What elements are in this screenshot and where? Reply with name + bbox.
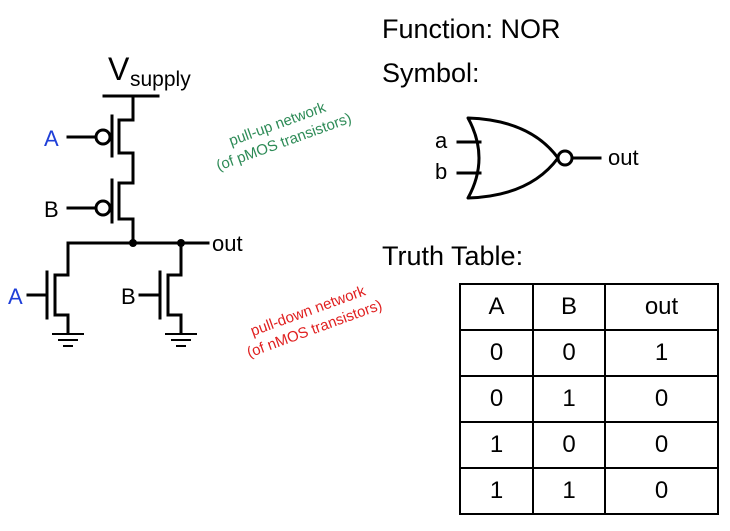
truth-table-cell: 0 (532, 329, 606, 377)
pmos-input-a-label: A (44, 126, 59, 151)
truth-table-cell: 0 (604, 421, 719, 469)
symbol-heading: Symbol: (382, 58, 480, 88)
pmos-transistor-b (66, 178, 135, 245)
pull-down-note: pull-down network (of nMOS transistors) (245, 282, 385, 361)
truth-table-cell: 0 (604, 467, 719, 515)
pmos-transistor-a (66, 114, 135, 185)
gate-input-b-label: b (435, 159, 447, 184)
nmos-input-b-label: B (121, 284, 136, 309)
junction-dot (129, 239, 137, 247)
truth-table-cell: 0 (459, 375, 534, 423)
truth-table-cell: 1 (459, 467, 534, 515)
output-label: out (212, 231, 243, 256)
truth-table-cell: 0 (604, 375, 719, 423)
ground-symbol (52, 333, 84, 347)
nmos-transistor-b (138, 241, 183, 335)
nmos-input-a-label: A (8, 284, 23, 309)
nmos-transistor-a (26, 241, 70, 335)
truth-table-header: A (459, 283, 534, 331)
truth-table-cell: 0 (459, 329, 534, 377)
truth-table-row: 0 0 1 (459, 329, 719, 377)
truth-table-cell: 1 (604, 329, 719, 377)
gate-input-a-label: a (435, 128, 448, 153)
truth-table-row: 0 1 0 (459, 375, 719, 423)
supply-subscript: supply (130, 68, 191, 91)
truth-table-cell: 1 (459, 421, 534, 469)
truth-table-row: 1 1 0 (459, 467, 719, 515)
truth-table-row: 1 0 0 (459, 421, 719, 469)
truth-table-cell: 0 (532, 421, 606, 469)
truth-table-header-row: A B out (459, 283, 719, 331)
truth-table-header: out (604, 283, 719, 331)
supply-label: V (108, 51, 130, 87)
truth-table-cell: 1 (532, 375, 606, 423)
truth-table-cell: 1 (532, 467, 606, 515)
function-heading: Function: NOR (382, 14, 561, 44)
truth-table: A B out 0 0 1 0 1 0 1 0 0 1 1 0 (459, 283, 719, 515)
truth-table-header: B (532, 283, 606, 331)
nor-gate-symbol (456, 116, 602, 200)
ground-symbol (165, 333, 197, 347)
pull-up-note: pull-up network (of pMOS transistors) (214, 99, 354, 175)
truth-table-heading: Truth Table: (382, 241, 523, 271)
gate-output-label: out (608, 145, 639, 170)
pmos-input-b-label: B (44, 197, 59, 222)
